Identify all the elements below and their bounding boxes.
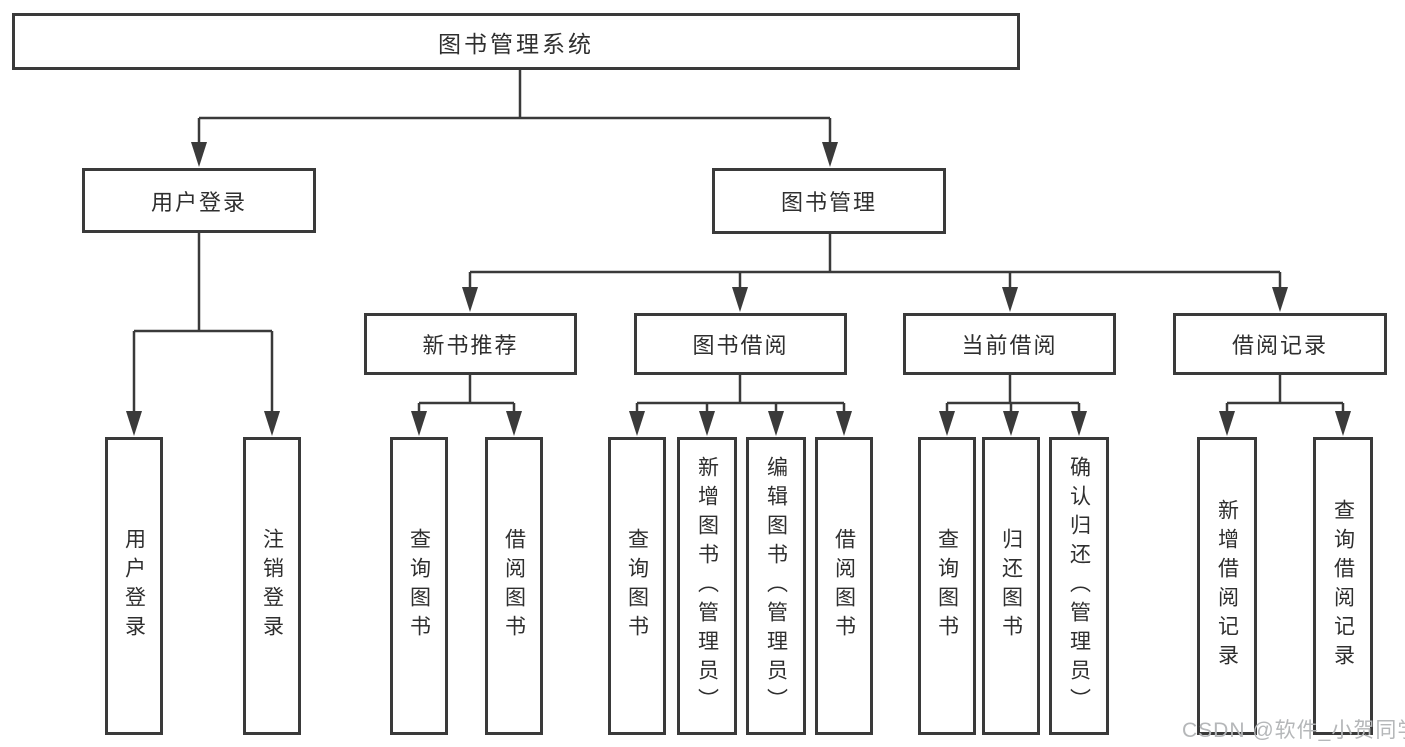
leaf-query-borrow-record: 查询借阅记录	[1313, 437, 1373, 735]
connector-userlogin-to-leaves	[132, 233, 274, 414]
connector-bookmgmt-to-level3	[468, 234, 1282, 290]
node-library-management-system: 图书管理系统	[12, 13, 1020, 70]
node-borrowing-records: 借阅记录	[1173, 313, 1387, 375]
leaf-query-books-recommend: 查询图书	[390, 437, 448, 735]
leaf-add-books-admin: 新增图书（管理员）	[677, 437, 737, 735]
connector-current-to-leaves	[945, 375, 1081, 414]
leaf-return-books: 归还图书	[982, 437, 1040, 735]
leaf-query-books-borrowing: 查询图书	[608, 437, 666, 735]
leaf-borrow-books-borrowing: 借阅图书	[815, 437, 873, 735]
node-book-management: 图书管理	[712, 168, 946, 234]
node-user-login: 用户登录	[82, 168, 316, 233]
node-book-borrowing: 图书借阅	[634, 313, 847, 375]
node-new-book-recommendation: 新书推荐	[364, 313, 577, 375]
node-current-borrowing: 当前借阅	[903, 313, 1116, 375]
leaf-logout: 注销登录	[243, 437, 301, 735]
connector-root-to-level2	[197, 70, 832, 145]
connector-records-to-leaves	[1225, 375, 1345, 414]
connector-newbook-to-leaves	[417, 375, 516, 414]
leaf-edit-books-admin: 编辑图书（管理员）	[746, 437, 806, 735]
leaf-add-borrow-record: 新增借阅记录	[1197, 437, 1257, 735]
leaf-borrow-books-recommend: 借阅图书	[485, 437, 543, 735]
watermark: CSDN @软件_小贺同学	[1182, 719, 1405, 742]
leaf-confirm-return-admin: 确认归还（管理员）	[1049, 437, 1109, 735]
leaf-user-login: 用户登录	[105, 437, 163, 735]
arrowheads	[126, 142, 1351, 436]
leaf-query-books-current: 查询图书	[918, 437, 976, 735]
connector-borrowing-to-leaves	[635, 375, 846, 414]
